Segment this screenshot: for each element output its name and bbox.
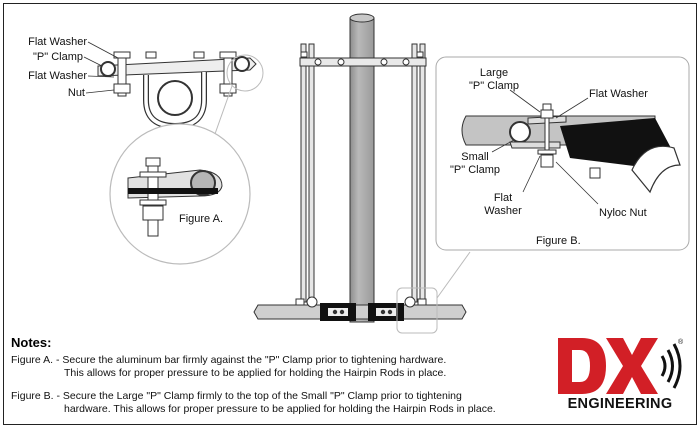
registered-mark: ® bbox=[678, 338, 684, 346]
label-flat-b-1: Flat bbox=[493, 192, 513, 204]
bottom-bar bbox=[253, 296, 467, 321]
label-flat-b-2: Washer bbox=[484, 205, 522, 217]
top-bar bbox=[299, 51, 427, 67]
figure-a-detail-drawing bbox=[127, 157, 223, 237]
label-flat-washer-top: Flat Washer bbox=[28, 36, 87, 48]
note-b-line1: Figure B. - Secure the Large "P" Clamp f… bbox=[11, 390, 462, 402]
figure-b-drawing bbox=[461, 89, 681, 205]
note-a-line1: Figure A. - Secure the aluminum bar firm… bbox=[11, 354, 447, 366]
label-small-2: "P" Clamp bbox=[450, 164, 500, 176]
dx-engineering-logo: ® ENGINEERING bbox=[554, 336, 690, 418]
figure-a-top-drawing bbox=[83, 41, 257, 130]
figure-b-panel bbox=[435, 56, 690, 251]
label-large-1: Large bbox=[479, 67, 509, 79]
mast bbox=[349, 13, 375, 323]
logo-subtitle: ENGINEERING bbox=[567, 396, 673, 412]
label-small-1: Small bbox=[461, 151, 489, 163]
note-figure-a: Figure A. - Secure the aluminum bar firm… bbox=[11, 354, 446, 380]
callout-circle-a bbox=[226, 54, 264, 92]
note-a-line2: This allows for proper pressure to be ap… bbox=[64, 367, 447, 379]
figure-a-caption: Figure A. bbox=[179, 213, 224, 225]
note-figure-b: Figure B. - Secure the Large "P" Clamp f… bbox=[11, 390, 496, 416]
note-b-line2: hardware. This allows for proper pressur… bbox=[64, 403, 496, 415]
figure-b-caption: Figure B. bbox=[536, 235, 581, 247]
label-flat-washer-b: Flat Washer bbox=[589, 88, 648, 100]
callout-box-b bbox=[396, 287, 438, 334]
label-nyloc-nut: Nyloc Nut bbox=[599, 207, 647, 219]
callout-line-b bbox=[436, 251, 471, 299]
label-nut: Nut bbox=[67, 87, 85, 99]
notes-title: Notes: bbox=[11, 335, 52, 350]
label-flat-washer-bottom: Flat Washer bbox=[28, 70, 87, 82]
label-large-2: "P" Clamp bbox=[469, 80, 519, 92]
label-p-clamp: "P" Clamp bbox=[33, 51, 83, 63]
dx-logo-mark: ® bbox=[558, 338, 684, 394]
